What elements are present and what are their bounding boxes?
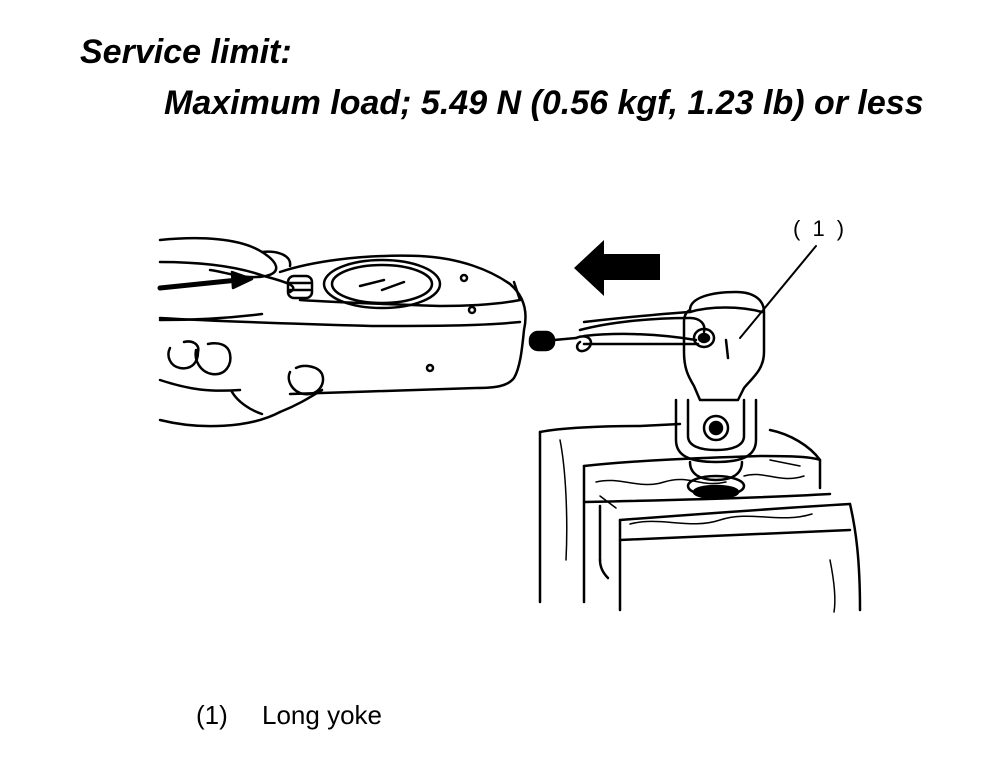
legend: (1) Long yoke [196,700,382,731]
callout-number: ( 1 ) [793,216,848,241]
spring-scale-drawing [158,254,527,396]
maximum-load-spec: Maximum load; 5.49 N (0.56 kgf, 1.23 lb)… [164,84,924,122]
legend-number: (1) [196,700,228,730]
service-limit-heading: Service limit: [80,33,292,71]
pull-arrow [157,270,254,291]
arrow-left-icon [574,240,660,296]
legend-label: Long yoke [262,700,382,730]
hook-and-string [528,310,706,353]
vise-drawing [538,422,862,613]
callout-leader [739,245,817,339]
long-yoke-drawing [674,290,766,500]
hand-drawing [158,236,325,428]
